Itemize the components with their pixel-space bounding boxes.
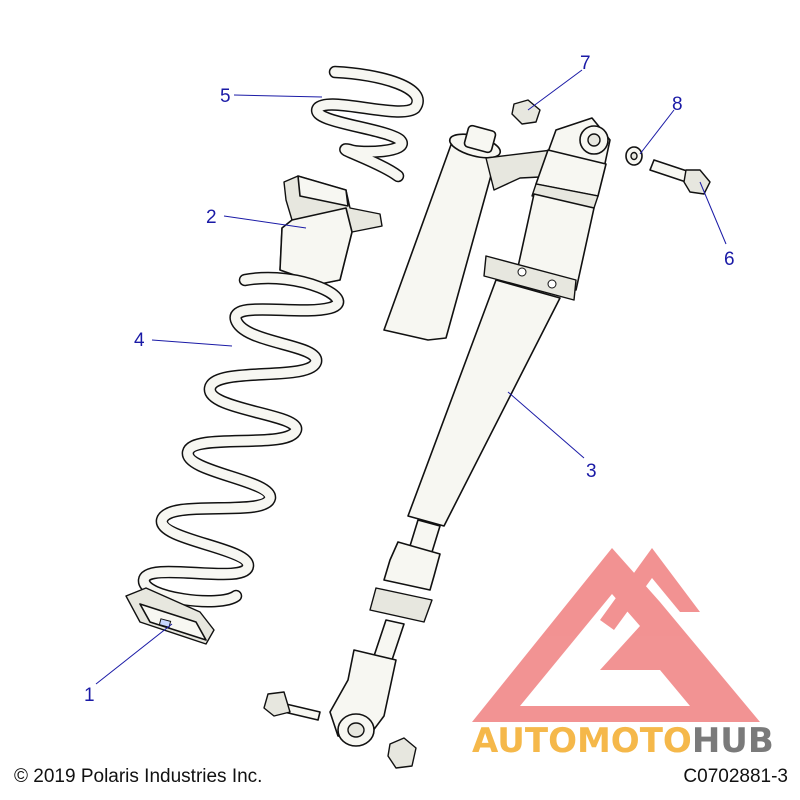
main-spring: [137, 271, 345, 608]
leader-line-6: [699, 181, 727, 245]
lower-bolt: [263, 691, 321, 721]
drawing-id: C0702881-3: [683, 766, 788, 787]
callout-3: 3: [586, 461, 597, 482]
callout-2: 2: [206, 207, 217, 228]
callout-7: 7: [580, 53, 591, 74]
watermark-logo: [472, 548, 760, 722]
leader-line-8: [639, 109, 675, 155]
upper-nut: [511, 99, 541, 125]
shock-assembly: [329, 117, 611, 747]
spring-retainer: [125, 587, 215, 645]
lower-nut: [387, 737, 417, 769]
leader-line-5: [233, 94, 323, 98]
callout-1: 1: [84, 685, 95, 706]
washer: [625, 146, 643, 166]
callout-4: 4: [134, 330, 145, 351]
upper-bolt: [649, 159, 711, 195]
upper-spring: [311, 65, 424, 183]
callout-6: 6: [724, 249, 735, 270]
watermark-wordmark: AUTOMOTOHUB: [472, 721, 774, 761]
callout-8: 8: [672, 94, 683, 115]
leader-line-7: [527, 69, 583, 111]
watermark-triangle: [472, 548, 760, 722]
copyright-text: © 2019 Polaris Industries Inc.: [14, 766, 263, 787]
callout-5: 5: [220, 86, 231, 107]
leader-line-3: [507, 391, 585, 459]
leader-line-2: [223, 215, 307, 229]
leader-line-4: [151, 339, 233, 347]
watermark-text-automoto: AUTOMOTO: [472, 721, 692, 761]
spring-coupler: [279, 175, 383, 285]
watermark-text-hub: HUB: [692, 721, 774, 761]
watermark-m-stroke: [600, 548, 700, 630]
leader-line-1: [95, 623, 173, 685]
